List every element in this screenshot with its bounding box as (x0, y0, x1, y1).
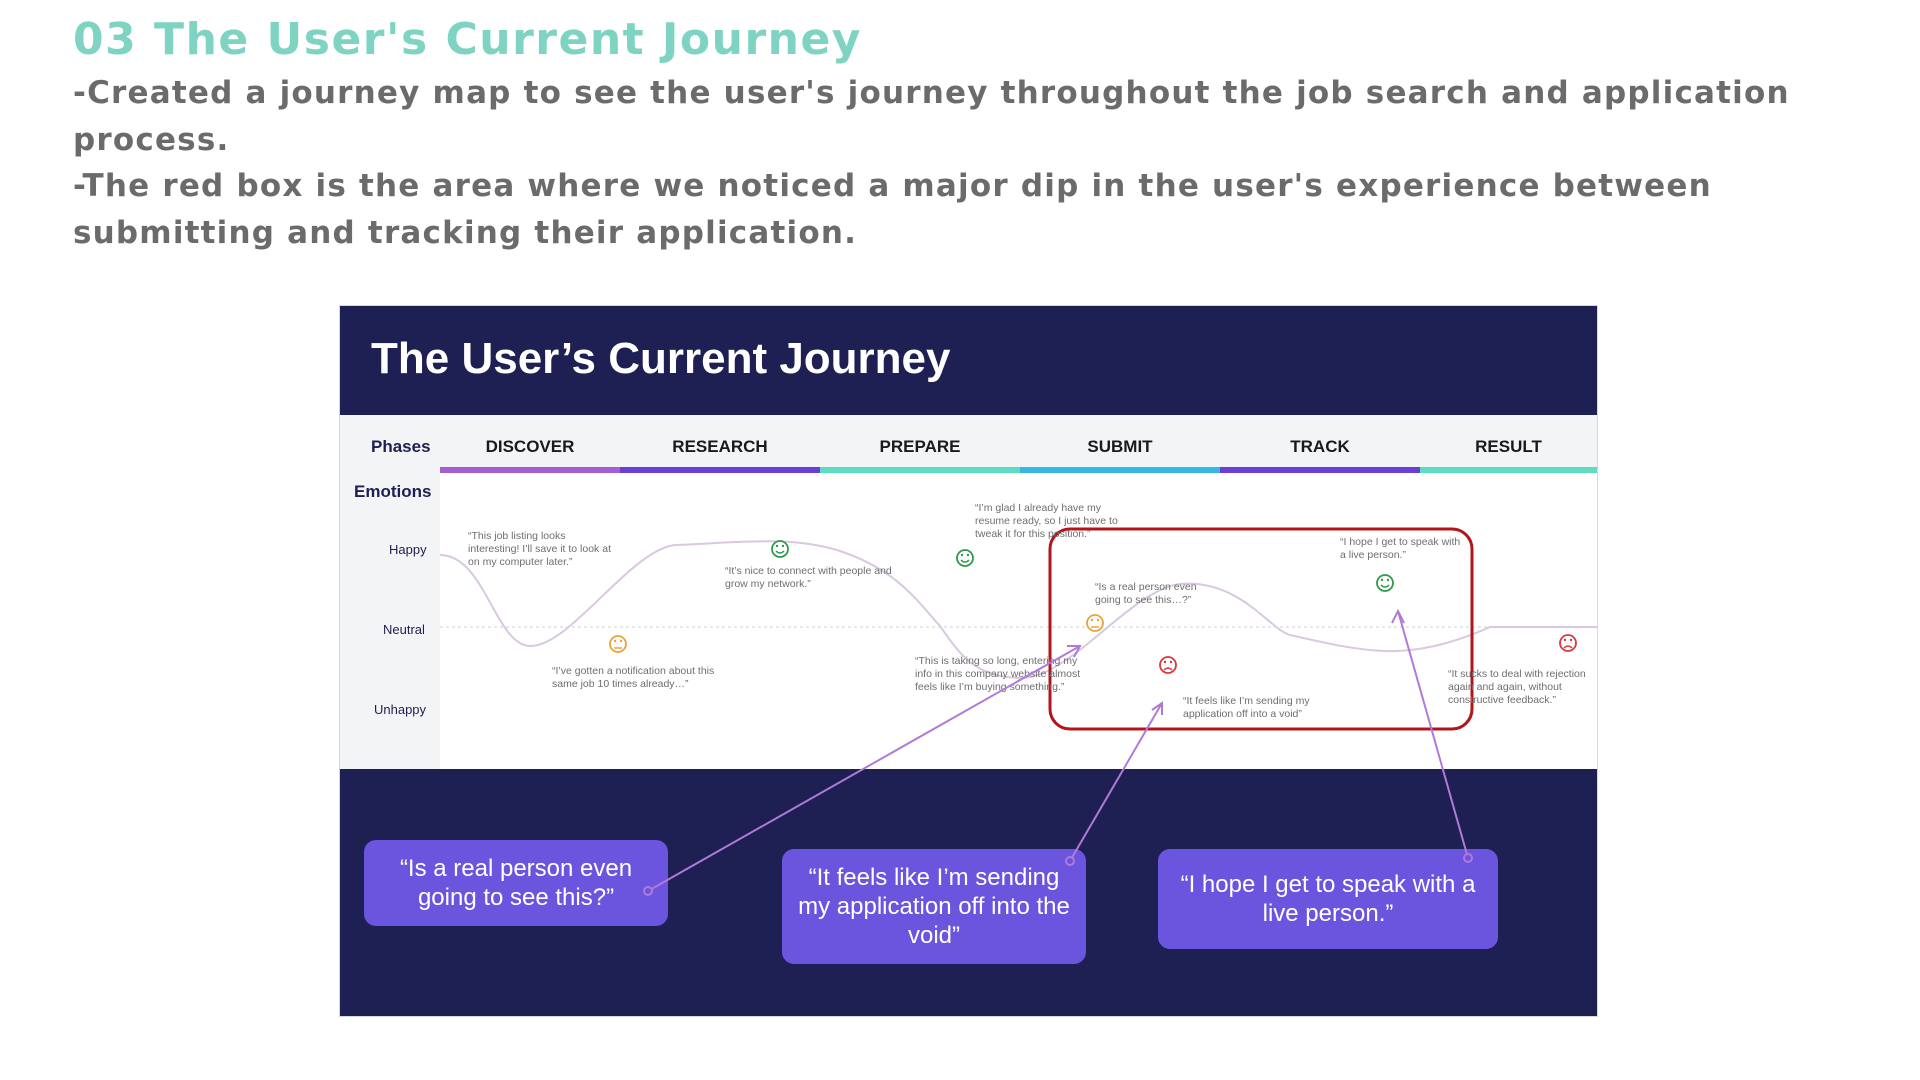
label-column (340, 415, 440, 769)
journey-map-image: The User’s Current Journey Phases DISCOV… (339, 305, 1598, 1017)
phases-label: Phases (371, 437, 431, 456)
phase-research: RESEARCH (620, 415, 820, 473)
sad-face-icon (1559, 634, 1577, 652)
quote-prepare-happy: “I’m glad I already have my resume ready… (975, 502, 1118, 540)
connector-arrow (647, 645, 1081, 892)
connector-arrow (1069, 702, 1163, 862)
phase-bar (1020, 467, 1220, 473)
neutral-face-icon (609, 635, 627, 653)
happy-level-label: Happy (389, 542, 427, 557)
emotion-curve (439, 540, 1597, 680)
slide-title: The User’s Current Journey (371, 334, 951, 383)
arrow-anchor (1463, 853, 1473, 863)
description-paragraph-2: -The red box is the area where we notice… (73, 168, 1712, 251)
phase-label: SUBMIT (1087, 437, 1153, 456)
unhappy-level-label: Unhappy (374, 702, 427, 717)
quote-result: “It sucks to deal with rejection again a… (1448, 668, 1586, 706)
phase-label: RESEARCH (672, 437, 768, 456)
phase-label: DISCOVER (485, 437, 575, 456)
quote-prepare-unhappy: “This is taking so long, entering my inf… (915, 655, 1081, 693)
phase-bar (820, 467, 1020, 473)
phase-bar (1420, 467, 1597, 473)
phase-bar (440, 467, 620, 473)
quote-research: “It’s nice to connect with people and gr… (725, 565, 892, 590)
happy-face-icon (956, 549, 974, 567)
emotions-label: Emotions (354, 482, 432, 501)
neutral-face-icon (1086, 614, 1104, 632)
phase-result: RESULT (1420, 415, 1597, 473)
happy-face-icon (1376, 574, 1394, 592)
phase-label: TRACK (1290, 437, 1350, 456)
quote-submit-neutral: “Is a real person even going to see this… (1095, 581, 1197, 606)
arrow-anchor (643, 886, 653, 896)
section-title: 03 The User's Current Journey (73, 14, 862, 65)
callout-live-person: “I hope I get to speak with a live perso… (1158, 849, 1498, 949)
quote-discover-happy: “This job listing looks interesting! I’l… (468, 530, 611, 568)
phase-track: TRACK (1220, 415, 1420, 473)
phase-submit: SUBMIT (1020, 415, 1220, 473)
quote-discover-neutral: “I’ve gotten a notification about this s… (552, 665, 715, 690)
connector-arrow (1397, 610, 1469, 859)
emotion-curve-graphic (439, 527, 1597, 731)
arrow-head (1067, 645, 1082, 658)
connector-arrows (643, 608, 1473, 896)
arrow-head (1391, 608, 1405, 624)
phase-bar (620, 467, 820, 473)
arrow-head (1151, 701, 1163, 715)
callout-real-person: “Is a real person even going to see this… (364, 840, 668, 926)
description-paragraph-1: -Created a journey map to see the user's… (73, 75, 1790, 158)
journey-map-panel: Phases DISCOVER RESEARCH PREPARE SUBMIT … (340, 415, 1597, 769)
callout-void: “It feels like I’m sending my applicatio… (782, 849, 1086, 964)
phase-label: RESULT (1475, 437, 1542, 456)
happy-face-icon (771, 540, 789, 558)
phase-row: Phases DISCOVER RESEARCH PREPARE SUBMIT … (340, 415, 1597, 473)
phase-bar (1220, 467, 1420, 473)
arrow-anchor (1065, 856, 1075, 866)
phase-discover: DISCOVER (440, 415, 620, 473)
pain-point-highlight-box (1048, 527, 1474, 731)
quote-track: “I hope I get to speak with a live perso… (1340, 536, 1461, 561)
quote-submit-unhappy: “It feels like I’m sending my applicatio… (1183, 695, 1310, 720)
neutral-level-label: Neutral (383, 622, 425, 637)
sad-face-icon (1159, 656, 1177, 674)
phase-label: PREPARE (879, 437, 961, 456)
phase-prepare: PREPARE (820, 415, 1020, 473)
